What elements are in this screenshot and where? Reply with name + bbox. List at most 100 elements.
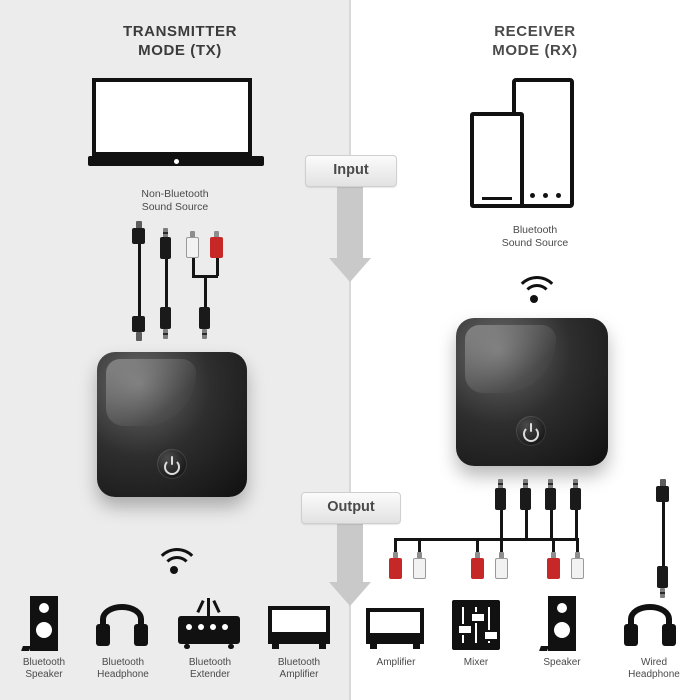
wired-headphone-wire bbox=[661, 502, 665, 566]
optical-cable-wire bbox=[137, 244, 141, 316]
transmitter-adapter[interactable] bbox=[97, 352, 247, 497]
wave-arc-2 bbox=[154, 548, 200, 594]
bluetooth-waves-transmit bbox=[152, 542, 200, 576]
output-arrow-shaft bbox=[337, 522, 363, 584]
laptop-icon bbox=[88, 78, 264, 176]
rca-white-wire bbox=[191, 258, 195, 276]
wired-headphone-caption-line1: Wired bbox=[640, 657, 668, 668]
rca-aux-plug-tip bbox=[202, 329, 207, 339]
output-jack-1-tip bbox=[498, 479, 503, 489]
bluetooth-headphone-icon bbox=[96, 604, 148, 650]
bluetooth-amplifier-caption-line2: Amplifier bbox=[279, 669, 319, 680]
aux-cable-wire bbox=[164, 259, 168, 316]
mixer-slot-2 bbox=[475, 607, 477, 643]
jack-1-wire bbox=[499, 510, 503, 540]
amplifier-right-foot-left bbox=[370, 644, 377, 649]
rca-to-aux-cable bbox=[186, 228, 232, 339]
receiver-power-button-icon[interactable] bbox=[516, 416, 546, 446]
wired-headphone-icon bbox=[624, 604, 676, 650]
extender-antenna bbox=[207, 598, 210, 616]
mixer-caption: Mixer bbox=[440, 657, 512, 669]
amplifier-caption: Amplifier bbox=[360, 657, 432, 669]
jack-4-wire bbox=[574, 510, 578, 540]
amplifier-caption-line1: Amplifier bbox=[376, 657, 416, 668]
amplifier-foot-right bbox=[319, 644, 326, 649]
wired-headphone-cup-right bbox=[662, 624, 676, 646]
bluetooth-source-label: Bluetooth Sound Source bbox=[460, 224, 610, 249]
bluetooth-speaker-caption-line2: Speaker bbox=[25, 669, 63, 680]
power-button-icon[interactable] bbox=[157, 449, 187, 479]
mixer-fader-1 bbox=[457, 624, 473, 635]
bluetooth-waves-receive bbox=[510, 268, 560, 306]
output-jack-3-tip bbox=[548, 479, 553, 489]
bluetooth-amplifier-icon bbox=[268, 606, 330, 650]
wired-headphone-cup-left bbox=[624, 624, 638, 646]
output-jack-2-body bbox=[520, 488, 531, 510]
extender-led-2 bbox=[198, 624, 204, 630]
extender-antenna-left bbox=[196, 599, 205, 614]
aux-plug-bottom-tip bbox=[163, 329, 168, 339]
aux-plug-bottom-body bbox=[160, 307, 171, 329]
output-rca-white-1-barrel bbox=[413, 558, 426, 579]
output-rca-white-2-pin bbox=[499, 552, 504, 559]
non-bluetooth-source-label-line2: Sound Source bbox=[141, 200, 209, 213]
mixer-slot-3 bbox=[488, 607, 490, 643]
receiver-adapter[interactable] bbox=[456, 318, 608, 466]
amplifier-right-band bbox=[366, 633, 424, 644]
panel-divider bbox=[349, 0, 351, 700]
output-rca-white-3-pin bbox=[575, 552, 580, 559]
bluetooth-headphone-caption-line1: Bluetooth bbox=[101, 657, 145, 668]
rca-plug-red-pin bbox=[214, 231, 219, 238]
mixer-fader-3 bbox=[483, 630, 499, 641]
receiver-title-line1: RECEIVER bbox=[494, 23, 576, 40]
phone-icon bbox=[470, 112, 524, 208]
bluetooth-extender-icon bbox=[178, 598, 240, 650]
jack-2-wire bbox=[524, 510, 528, 540]
receiver-title: RECEIVER MODE (RX) bbox=[420, 22, 650, 60]
optical-plug-bottom-body bbox=[132, 316, 145, 332]
wired-headphone-top-plug-nose bbox=[659, 479, 666, 488]
receiver-adapter-gloss bbox=[465, 325, 557, 394]
extender-foot-left bbox=[184, 644, 190, 649]
output-rca-white-2-barrel bbox=[495, 558, 508, 579]
speaker-caption: Speaker bbox=[526, 657, 598, 669]
amplifier-right-foot-right bbox=[413, 644, 420, 649]
jack-3-wire bbox=[549, 510, 553, 540]
extender-led-4 bbox=[222, 624, 228, 630]
receiver-output-cables bbox=[380, 479, 680, 592]
wired-headphone-caption: Wired Headphone bbox=[618, 657, 690, 681]
bluetooth-headphone-caption-line2: Headphone bbox=[97, 669, 149, 680]
extender-led-1 bbox=[186, 624, 192, 630]
headphone-cup-right bbox=[134, 624, 148, 646]
aux-plug-top-tip bbox=[163, 228, 168, 238]
rca-plug-white-barrel bbox=[186, 237, 199, 258]
rca-aux-plug-body bbox=[199, 307, 210, 329]
output-bus-wire bbox=[394, 538, 576, 541]
rca-plug-red-barrel bbox=[210, 237, 223, 258]
speaker-woofer bbox=[36, 622, 52, 638]
rca-leg-3 bbox=[476, 538, 479, 558]
receiver-title-line2: MODE (RX) bbox=[492, 42, 578, 59]
wired-headphone-bottom-jack-tip bbox=[660, 588, 665, 598]
input-arrow bbox=[322, 178, 378, 298]
rca-aux-wire bbox=[203, 278, 207, 316]
mixer-fader-2 bbox=[470, 612, 486, 623]
input-arrow-head bbox=[329, 258, 371, 282]
input-arrow-shaft bbox=[337, 178, 363, 260]
bluetooth-source-label-line1: Bluetooth bbox=[512, 224, 558, 236]
optical-plug-top-nose bbox=[135, 221, 142, 230]
bluetooth-headphone-caption: Bluetooth Headphone bbox=[82, 657, 164, 681]
speaker-right-woofer bbox=[554, 622, 570, 638]
mixer-icon bbox=[452, 600, 500, 650]
speaker-icon-right bbox=[539, 596, 584, 651]
non-bluetooth-source-label-line1: Non-Bluetooth bbox=[141, 188, 209, 200]
wired-headphone-caption-line2: Headphone bbox=[628, 669, 680, 680]
rx-wave-arc-2 bbox=[514, 276, 560, 322]
extender-antenna-right bbox=[212, 599, 221, 614]
rca-red-wire bbox=[215, 258, 219, 276]
extender-body bbox=[178, 616, 240, 644]
amplifier-icon-right bbox=[366, 608, 424, 650]
rca-leg-2 bbox=[418, 538, 421, 558]
bluetooth-speaker-caption-line1: Bluetooth bbox=[22, 657, 66, 668]
